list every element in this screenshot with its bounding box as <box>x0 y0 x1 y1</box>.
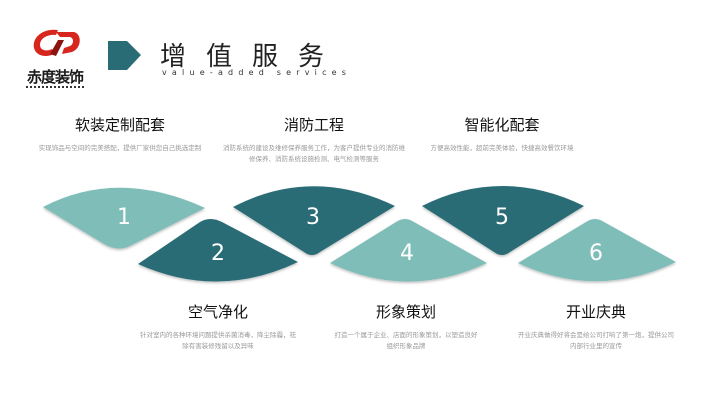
fan-segment-6: 6 <box>518 219 676 282</box>
service-desc: 实现饰品与空间的完美搭配，提供厂家供您自己挑选定制 <box>38 144 202 152</box>
service-desc: 方便高效性能，超前完美体验，快捷高效餐饮环境 <box>430 144 574 152</box>
fan-segment-3: 3 <box>233 186 395 255</box>
segment-number: 6 <box>589 241 603 266</box>
service-block-5: 智能化配套 方便高效性能，超前完美体验，快捷高效餐饮环境 <box>402 114 602 154</box>
service-block-4: 形象策划 打造一个属于企业、店面的形象策划，以塑造良好组织形象品牌 <box>306 301 506 352</box>
fan-segment-4: 4 <box>330 219 487 282</box>
page-subtitle: value-added services <box>162 68 352 77</box>
fan-segment-5: 5 <box>422 186 584 255</box>
service-desc: 打造一个属于企业、店面的形象策划，以塑造良好组织形象品牌 <box>334 331 478 350</box>
fan-segment-2: 2 <box>138 219 298 282</box>
segment-number: 3 <box>306 205 320 230</box>
segment-number: 2 <box>211 241 225 266</box>
service-desc: 针对室内的各种环境问题提供杀菌消毒，降尘除霾，祛除有害装修残留以及异味 <box>140 331 296 350</box>
cd-logo-icon <box>33 29 80 56</box>
service-title: 空气净化 <box>187 303 248 321</box>
service-block-1: 软装定制配套 实现饰品与空间的完美搭配，提供厂家供您自己挑选定制 <box>20 114 220 154</box>
segment-number: 1 <box>117 205 131 230</box>
page-title: 增值服务 <box>160 42 345 72</box>
brand-subtitle-line <box>26 86 84 90</box>
service-title: 软装定制配套 <box>74 116 165 134</box>
pentagon-arrow-icon <box>108 41 141 70</box>
segment-number: 5 <box>495 205 509 230</box>
segment-number: 4 <box>400 241 414 266</box>
service-desc: 开业庆典做得好将会是给公司打响了第一炮，提供公司内部行业里的宣传 <box>518 331 674 350</box>
service-title: 开业庆典 <box>565 303 626 321</box>
service-title: 消防工程 <box>283 116 344 134</box>
brand-name: 赤度装饰 <box>26 68 84 86</box>
service-block-2: 空气净化 针对室内的各种环境问题提供杀菌消毒，降尘除霾，祛除有害装修残留以及异味 <box>118 301 318 352</box>
service-block-6: 开业庆典 开业庆典做得好将会是给公司打响了第一炮，提供公司内部行业里的宣传 <box>496 301 696 352</box>
company-logo: 赤度装饰 <box>22 26 88 92</box>
service-title: 形象策划 <box>375 303 436 321</box>
service-title: 智能化配套 <box>464 116 540 134</box>
service-desc: 消防系统的建设及维修保养服务工作，为客户提供专业的消防维修保养、消防系统设施检测… <box>223 144 405 163</box>
fan-segment-1: 1 <box>43 187 205 249</box>
service-block-3: 消防工程 消防系统的建设及维修保养服务工作，为客户提供专业的消防维修保养、消防系… <box>214 114 414 165</box>
